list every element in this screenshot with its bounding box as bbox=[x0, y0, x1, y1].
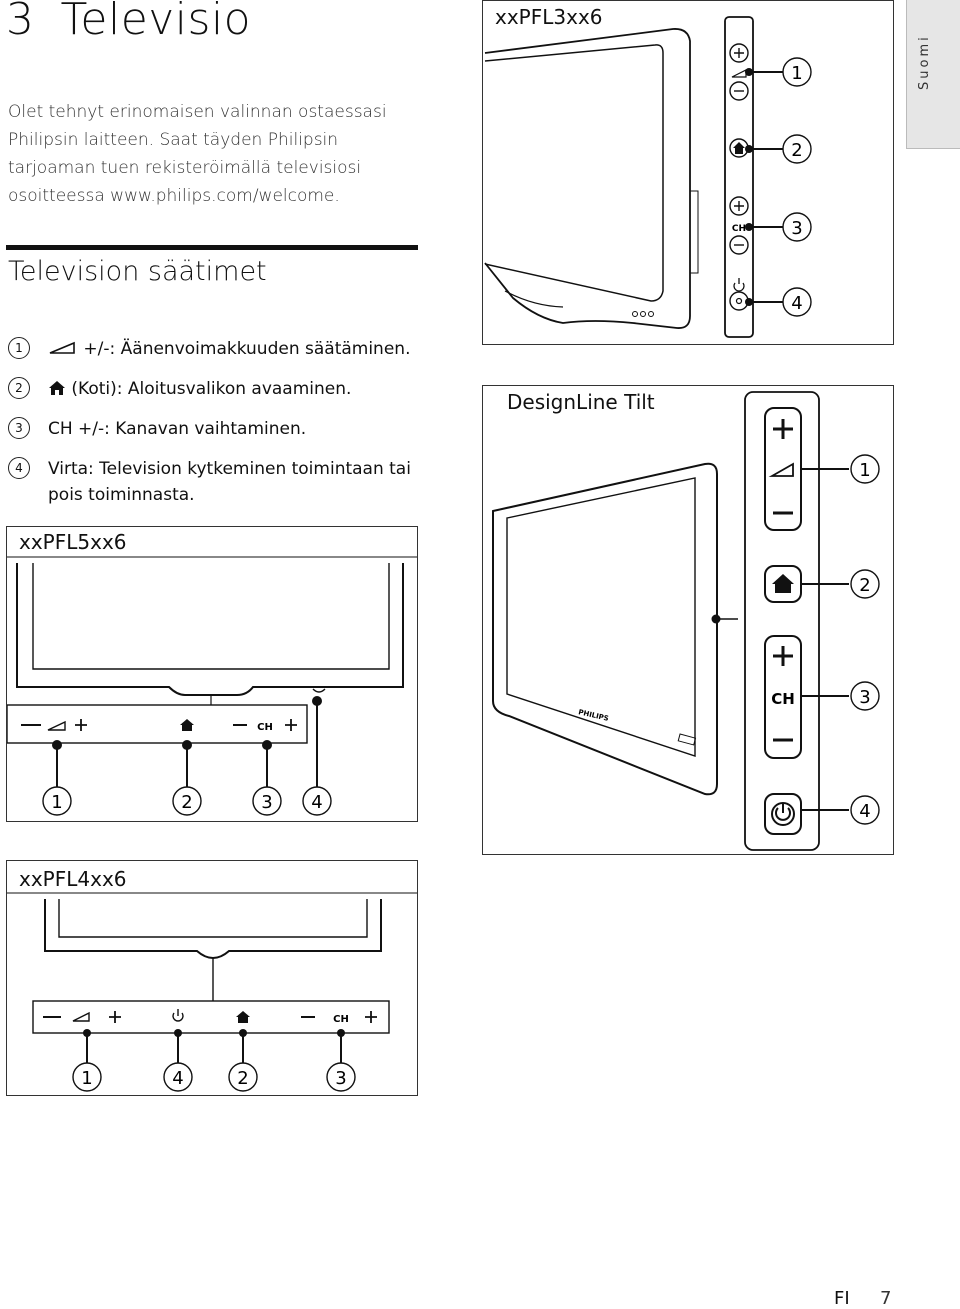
tv-front-illustration: CH 1 2 3 4 bbox=[7, 556, 417, 816]
control-item-3: 3 CH +/-: Kanavan vaihtaminen. bbox=[8, 416, 428, 442]
figure-label: xxPFL4xx6 bbox=[19, 867, 127, 891]
chapter-heading: 3 Televisio bbox=[6, 0, 251, 45]
control-item-2: 2 (Koti): Aloitusvalikon avaaminen. bbox=[8, 376, 428, 402]
tv-front-illustration: CH 1 4 2 3 bbox=[7, 892, 417, 1092]
intro-paragraph: Olet tehnyt erinomaisen valinnan ostaess… bbox=[8, 102, 387, 206]
callout-1: 1 bbox=[791, 63, 802, 84]
ch-label: CH bbox=[771, 690, 795, 708]
tv-side-illustration: CH 1 2 3 4 bbox=[484, 16, 812, 338]
control-number: 3 bbox=[8, 417, 30, 439]
chapter-title: Televisio bbox=[60, 0, 252, 45]
control-text: +/-: Äänenvoimakkuuden säätäminen. bbox=[83, 339, 411, 359]
language-tab-label: Suomi bbox=[917, 34, 932, 90]
figure-label: xxPFL3xx6 bbox=[495, 5, 603, 29]
figure-pfl3: xxPFL3xx6 CH bbox=[482, 0, 894, 345]
figure-pfl5: xxPFL5xx6 CH 1 2 3 4 bbox=[6, 526, 418, 822]
callout-3: 3 bbox=[859, 687, 870, 708]
callout-1: 1 bbox=[859, 460, 870, 481]
callout-2: 2 bbox=[791, 140, 802, 161]
section-rule bbox=[6, 245, 418, 250]
control-text: CH +/-: Kanavan vaihtaminen. bbox=[48, 419, 307, 439]
callout-3: 3 bbox=[261, 792, 272, 813]
tv-tilt-illustration: PHILIPS CH 1 2 3 bbox=[492, 391, 880, 851]
callout-4: 4 bbox=[859, 801, 870, 822]
figure-label: xxPFL5xx6 bbox=[19, 530, 127, 554]
callout-3: 3 bbox=[335, 1068, 346, 1089]
control-number: 4 bbox=[8, 457, 30, 479]
control-text: Virta: Television kytkeminen toimintaan … bbox=[48, 459, 411, 505]
volume-icon bbox=[49, 341, 75, 354]
callout-1: 1 bbox=[51, 792, 62, 813]
callout-3: 3 bbox=[791, 218, 802, 239]
home-icon bbox=[49, 381, 65, 395]
figure-designline: DesignLine Tilt PHILIPS CH bbox=[482, 385, 894, 855]
ch-label: CH bbox=[333, 1014, 349, 1025]
callout-4: 4 bbox=[172, 1068, 183, 1089]
figure-pfl4: xxPFL4xx6 CH 1 4 2 3 bbox=[6, 860, 418, 1096]
callout-4: 4 bbox=[791, 293, 802, 314]
control-text: (Koti): Aloitusvalikon avaaminen. bbox=[71, 379, 352, 399]
callout-4: 4 bbox=[311, 792, 322, 813]
control-number: 1 bbox=[8, 337, 30, 359]
control-item-4: 4 Virta: Television kytkeminen toimintaa… bbox=[8, 456, 428, 508]
footer-language: FI bbox=[834, 1288, 850, 1309]
chapter-number: 3 bbox=[6, 0, 35, 45]
callout-2: 2 bbox=[237, 1068, 248, 1089]
section-title: Television säätimet bbox=[8, 256, 267, 287]
callout-2: 2 bbox=[859, 575, 870, 596]
language-tab: Suomi bbox=[906, 0, 960, 149]
figure-label: DesignLine Tilt bbox=[507, 390, 655, 414]
callout-1: 1 bbox=[81, 1068, 92, 1089]
control-item-1: 1 +/-: Äänenvoimakkuuden säätäminen. bbox=[8, 336, 428, 362]
brand-label: PHILIPS bbox=[578, 708, 610, 723]
page-number: 7 bbox=[880, 1288, 892, 1309]
callout-2: 2 bbox=[181, 792, 192, 813]
control-number: 2 bbox=[8, 377, 30, 399]
ch-label: CH bbox=[732, 224, 746, 234]
ch-label: CH bbox=[257, 722, 273, 733]
